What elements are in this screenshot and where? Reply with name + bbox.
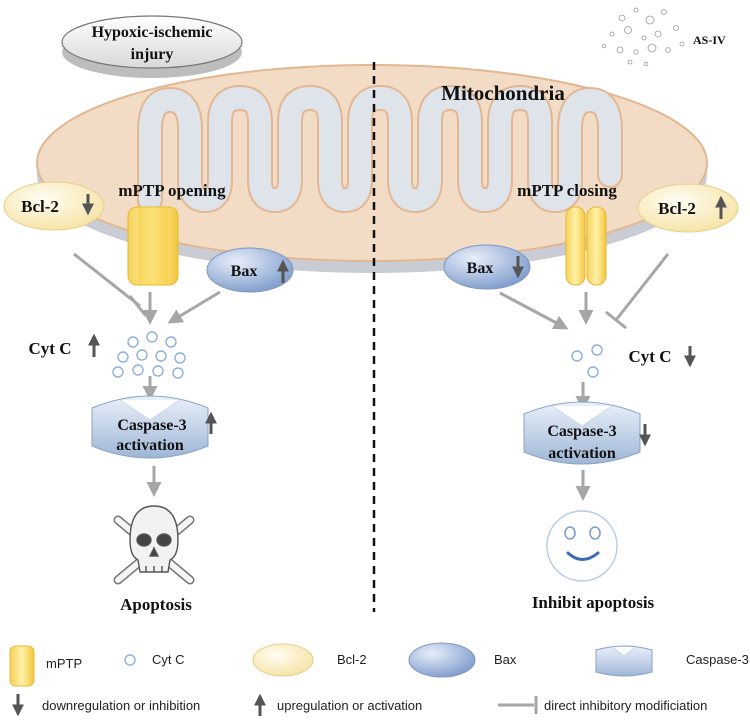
right-bax: Bax <box>443 244 531 290</box>
legend-cytc-label: Cyt C <box>152 652 185 667</box>
legend: mPTP Cyt C Bcl-2 Bax Caspase-3 downregul… <box>9 642 749 717</box>
left-arrows <box>73 252 221 497</box>
right-caspase: Caspase-3 activation <box>523 401 651 465</box>
right-caspase-line2: activation <box>548 445 616 462</box>
left-caspase-line1: Caspase-3 <box>117 417 186 434</box>
legend-mptp-label: mPTP <box>46 656 82 671</box>
legend-down-label: downregulation or inhibition <box>42 698 200 713</box>
legend-caspase-label: Caspase-3 <box>686 652 749 667</box>
right-caspase-line1: Caspase-3 <box>547 423 616 440</box>
injury-badge: Hypoxic-ischemic injury <box>61 15 243 78</box>
left-caspase-line2: activation <box>116 437 184 454</box>
left-outcome: Apoptosis <box>120 595 192 614</box>
legend-up: upregulation or activation <box>254 693 422 716</box>
right-arrows <box>499 253 670 501</box>
injury-title-line2: injury <box>131 46 174 63</box>
injury-title-line1: Hypoxic-ischemic <box>92 24 213 41</box>
left-caspase: Caspase-3 activation <box>91 395 217 459</box>
as-iv-bubbles-icon <box>601 7 685 67</box>
legend-caspase: Caspase-3 <box>595 645 749 677</box>
right-mptp-label: mPTP closing <box>517 181 617 200</box>
mitochondria-label: Mitochondria <box>441 81 565 105</box>
left-bax-label: Bax <box>231 263 258 280</box>
left-cytc-cluster <box>112 331 186 379</box>
left-bcl2-label: Bcl-2 <box>21 197 59 216</box>
right-outcome: Inhibit apoptosis <box>532 593 655 612</box>
left-cytc-label: Cyt C <box>29 339 72 358</box>
legend-bcl2: Bcl-2 <box>252 643 367 677</box>
left-mptp-channel <box>127 206 179 286</box>
smiley-face-icon <box>546 510 618 582</box>
left-bax: Bax <box>206 247 294 293</box>
legend-down: downregulation or inhibition <box>11 694 200 717</box>
left-mptp-label: mPTP opening <box>118 181 226 200</box>
right-bax-label: Bax <box>467 260 494 277</box>
legend-inhib-label: direct inhibitory modificiation <box>544 698 707 713</box>
left-bcl2: Bcl-2 <box>3 181 105 231</box>
right-bcl2-label: Bcl-2 <box>658 199 696 218</box>
drug-label: AS-IV <box>693 33 726 47</box>
right-mptp-channel <box>565 206 607 286</box>
mitochondrion <box>36 64 708 273</box>
legend-bcl2-label: Bcl-2 <box>337 652 367 667</box>
legend-mptp: mPTP <box>9 645 82 687</box>
right-bcl2: Bcl-2 <box>637 183 739 233</box>
legend-cytc: Cyt C <box>124 652 185 667</box>
legend-bax-label: Bax <box>494 652 517 667</box>
right-cytc-label: Cyt C <box>629 347 672 366</box>
right-cytc-cluster <box>571 344 603 378</box>
legend-inhib: direct inhibitory modificiation <box>498 696 707 714</box>
skull-crossbones-icon <box>113 505 195 585</box>
legend-bax: Bax <box>408 642 517 678</box>
legend-up-label: upregulation or activation <box>277 698 422 713</box>
